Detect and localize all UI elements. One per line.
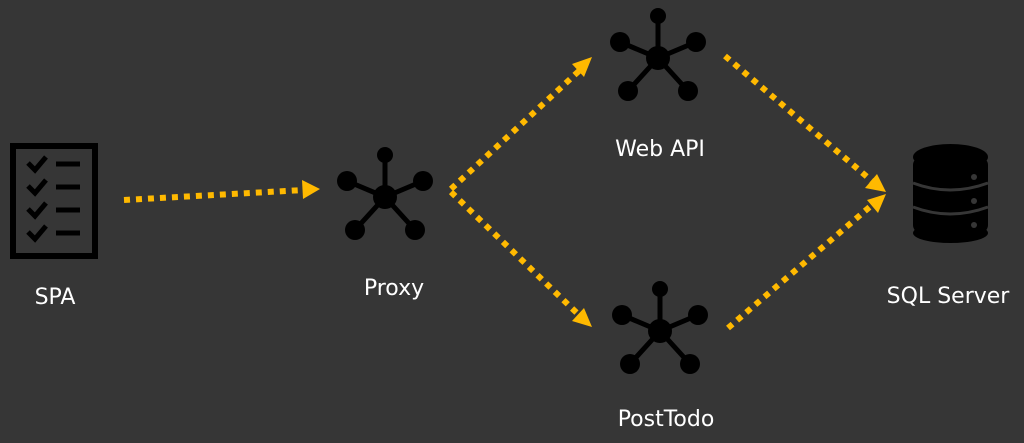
edge-proxy-to-posttodo [448,189,592,327]
edge-posttodo-to-sql [726,194,886,331]
checklist-icon [10,143,98,259]
edge-spa-to-proxy [123,180,320,203]
webapi-hub-node-icon [610,8,706,101]
edge-webapi-to-sql [723,53,886,192]
sql-server-label: SQL Server [886,284,1010,309]
posttodo-label: PostTodo [617,407,715,432]
proxy-label: Proxy [363,276,425,301]
database-icon [912,144,989,243]
edge-proxy-to-webapi [448,57,592,192]
spa-label: SPA [34,285,76,310]
web-api-label: Web API [615,137,705,162]
posttodo-hub-node-icon [612,281,708,374]
proxy-hub-node-icon [337,147,433,240]
